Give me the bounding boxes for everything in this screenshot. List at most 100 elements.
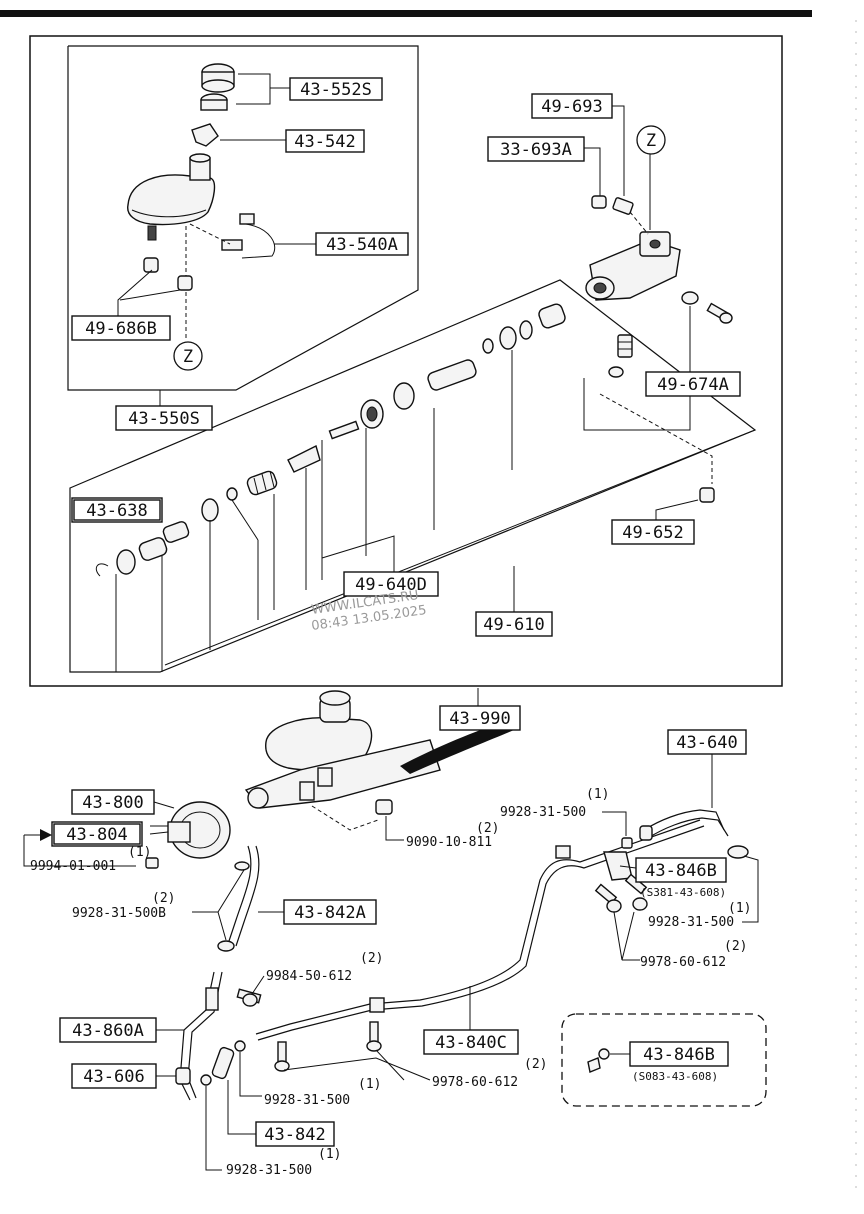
leader-9978-bottom	[283, 1057, 431, 1081]
reservoir-subframe	[67, 45, 419, 391]
return-spring	[246, 470, 278, 496]
strainer	[191, 123, 219, 147]
callout-43-552S[interactable]: 43-552S	[289, 77, 383, 101]
part-9994[interactable]: 9994-01-001	[30, 859, 116, 874]
bushing-right	[177, 275, 193, 291]
svg-text:43-804: 43-804	[66, 825, 127, 845]
upper-assembly-frame	[29, 35, 783, 687]
callout-43-840C[interactable]: 43-840C	[423, 1029, 519, 1055]
part-9978-right-qty: (2)	[724, 939, 747, 954]
part-9928-top[interactable]: 9928-31-500	[500, 805, 586, 820]
leader-842	[227, 1080, 256, 1135]
part-9978-right[interactable]: 9978-60-612	[640, 955, 726, 970]
leader-9928-bot	[205, 1086, 222, 1171]
pipe-860A	[175, 971, 223, 1101]
callout-43-846B-top[interactable]: 43-846B	[635, 857, 727, 883]
z-marker-left-label: Z	[183, 347, 193, 367]
callout-43-990[interactable]: 43-990	[439, 705, 521, 731]
dash-652	[599, 393, 713, 484]
callout-43-842[interactable]: 43-842	[255, 1121, 335, 1147]
svg-text:49-686B: 49-686B	[85, 319, 157, 339]
callout-49-674A[interactable]: 49-674A	[645, 371, 741, 397]
leader-674A	[583, 306, 691, 431]
leader-552S	[236, 73, 271, 105]
piston-cup-2	[201, 498, 219, 522]
svg-text:43-540A: 43-540A	[326, 235, 398, 255]
part-9994-qty: (1)	[128, 845, 151, 860]
dash-sensor	[189, 223, 231, 245]
svg-text:43-800: 43-800	[82, 793, 143, 813]
leader-9994	[23, 835, 136, 867]
svg-text:43-550S: 43-550S	[128, 409, 200, 429]
bleeder-screw	[612, 197, 634, 215]
clutch-booster	[149, 801, 231, 859]
callout-43-606[interactable]: 43-606	[71, 1063, 157, 1089]
leader-686B-b	[119, 289, 181, 301]
check-spring	[617, 334, 633, 358]
leader-wash1	[231, 499, 259, 541]
hose-640	[639, 809, 749, 859]
callout-49-693[interactable]: 49-693	[531, 93, 613, 119]
part-9928-bot-qty: (1)	[318, 1147, 341, 1162]
callout-49-652[interactable]: 49-652	[611, 519, 695, 545]
part-9090[interactable]: 9090-10-811	[406, 835, 492, 850]
leader-800	[153, 801, 175, 809]
part-9928-right[interactable]: 9928-31-500	[648, 915, 734, 930]
callout-43-800[interactable]: 43-800	[71, 789, 155, 815]
callout-43-846B-box[interactable]: 43-846B	[629, 1041, 729, 1067]
callout-43-542[interactable]: 43-542	[285, 129, 365, 153]
header-rule	[0, 10, 812, 17]
leader-686B	[117, 269, 153, 316]
stopper-bolt	[328, 420, 360, 440]
svg-text:43-640: 43-640	[676, 733, 737, 753]
reservoir-tank	[127, 153, 216, 241]
cylinder-body-upper	[585, 231, 681, 301]
push-rod-boot	[138, 521, 190, 561]
svg-text:43-606: 43-606	[83, 1067, 144, 1087]
callout-33-693A[interactable]: 33-693A	[487, 136, 585, 162]
hose-842A	[217, 845, 260, 952]
callout-43-640[interactable]: 43-640	[667, 729, 747, 755]
part-9928-500B[interactable]: 9928-31-500B	[72, 906, 166, 921]
part-9984[interactable]: 9984-50-612	[266, 969, 352, 984]
callout-43-860A[interactable]: 43-860A	[59, 1017, 157, 1043]
variant-clip	[587, 1048, 610, 1073]
callout-43-804[interactable]: 43-804	[51, 821, 143, 847]
callout-49-640D[interactable]: 49-640D	[343, 571, 439, 597]
note-s083: (S083-43-608)	[632, 1070, 718, 1083]
washer-2	[482, 338, 494, 354]
spring-3	[538, 303, 566, 329]
leader-652	[655, 499, 699, 520]
leader-9978-bottom-b	[375, 1049, 405, 1081]
cup-seal-1	[116, 549, 136, 575]
part-9928-bot[interactable]: 9928-31-500	[226, 1163, 312, 1178]
leader-693	[612, 105, 625, 196]
bolt-9978-c	[594, 883, 622, 913]
svg-text:49-610: 49-610	[483, 615, 544, 635]
part-9928-right-qty: (1)	[728, 901, 751, 916]
o-ring-small	[608, 366, 624, 378]
callout-43-842A[interactable]: 43-842A	[283, 899, 377, 925]
part-9978-bottom[interactable]: 9978-60-612	[432, 1075, 518, 1090]
svg-text:43-840C: 43-840C	[435, 1033, 507, 1053]
z-marker-right-label: Z	[646, 131, 656, 151]
pipe-840C	[255, 819, 705, 1041]
snap-ring	[95, 563, 109, 577]
svg-text:49-674A: 49-674A	[657, 375, 729, 395]
leader-9928-top	[602, 811, 627, 836]
callout-49-686B[interactable]: 49-686B	[71, 315, 171, 341]
callout-43-550S[interactable]: 43-550S	[115, 405, 213, 431]
booster-nut	[145, 857, 159, 869]
callout-43-638[interactable]: 43-638	[71, 497, 163, 523]
svg-text:43-860A: 43-860A	[72, 1021, 144, 1041]
part-9928-mid[interactable]: 9928-31-500	[264, 1093, 350, 1108]
svg-text:43-842A: 43-842A	[294, 903, 366, 923]
bolt-right	[706, 302, 733, 324]
part-9928-500B-qty: (2)	[152, 891, 175, 906]
z-marker-right	[636, 125, 666, 155]
callout-43-540A[interactable]: 43-540A	[315, 232, 409, 256]
callout-49-610[interactable]: 49-610	[475, 611, 553, 637]
o-ring-right	[681, 291, 699, 305]
svg-text:43-842: 43-842	[264, 1125, 325, 1145]
